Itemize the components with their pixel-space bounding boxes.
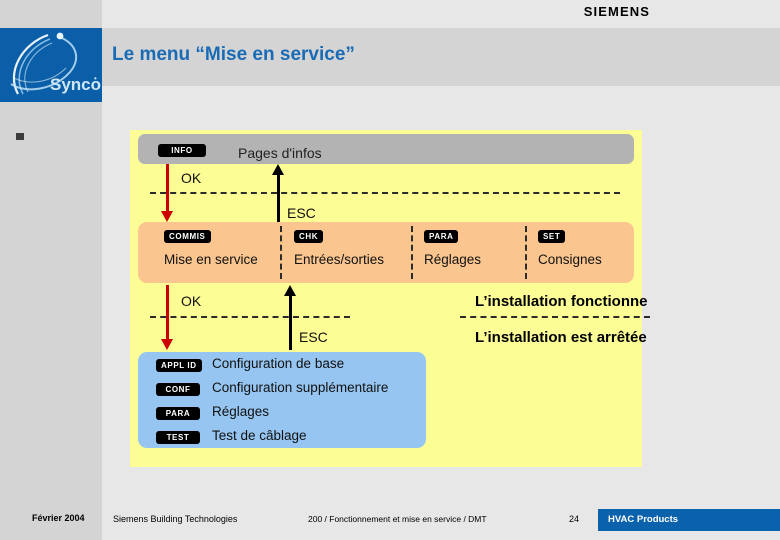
title-band: [102, 28, 780, 86]
esc-arrow-top-shaft: [276, 173, 280, 222]
label-ok-bottom: OK: [181, 293, 202, 309]
footer-date: Février 2004: [32, 513, 85, 523]
menu-label-commissioning: Mise en service: [164, 252, 258, 267]
badge-appl-id: APPL ID: [156, 359, 202, 372]
synco-swoosh-icon: Synco •: [10, 32, 101, 95]
state-running: L’installation fonctionne: [475, 293, 648, 310]
info-bar-label: Pages d'infos: [238, 145, 322, 161]
title-band-underline: [102, 86, 780, 102]
esc-arrow-bottom-head: [284, 285, 296, 296]
divider-bottom-left: [150, 316, 350, 318]
commissioning-label-test: Test de câblage: [212, 428, 307, 443]
state-stopped: L’installation est arrêtée: [475, 329, 647, 346]
svg-text:Synco: Synco: [50, 75, 101, 94]
menu-label-io: Entrées/sorties: [294, 252, 385, 267]
menu-bar: COMMIS Mise en service CHK Entrées/sorti…: [138, 222, 634, 283]
top-strip: [0, 0, 780, 28]
ok-arrow-bottom-head: [161, 339, 173, 350]
siemens-wordmark: SIEMENS: [583, 4, 650, 19]
badge-info: INFO: [158, 144, 206, 157]
bullet-marker: [16, 133, 24, 140]
menu-divider-2: [411, 226, 413, 279]
esc-arrow-bottom-shaft: [288, 294, 292, 350]
ok-arrow-bottom-shaft: [165, 285, 169, 341]
diagram-panel: INFO Pages d'infos OK ESC COMMIS Mise en…: [130, 130, 650, 467]
commissioning-label-appl-id: Configuration de base: [212, 356, 345, 371]
ok-arrow-top-shaft: [165, 164, 169, 213]
ok-arrow-top-head: [161, 211, 173, 222]
label-esc-bottom: ESC: [299, 329, 328, 345]
footer-document: 200 / Fonctionnement et mise en service …: [308, 514, 487, 524]
info-bar[interactable]: INFO Pages d'infos: [138, 134, 634, 164]
badge-para: PARA: [424, 230, 459, 243]
label-esc-top: ESC: [287, 205, 316, 221]
commissioning-panel: APPL ID Configuration de base CONF Confi…: [138, 352, 426, 448]
footer-left-block: [0, 500, 102, 540]
divider-top: [150, 192, 620, 194]
badge-commis: COMMIS: [164, 230, 211, 243]
divider-bottom-right: [460, 316, 650, 318]
menu-label-setpoints: Consignes: [538, 252, 602, 267]
menu-label-settings: Réglages: [424, 252, 482, 267]
commissioning-label-para: Réglages: [212, 404, 270, 419]
svg-text:•: •: [94, 74, 97, 83]
top-strip-left-block: [0, 0, 102, 28]
label-ok-top: OK: [181, 170, 202, 186]
left-rail: [0, 102, 102, 500]
menu-divider-1: [280, 226, 282, 279]
esc-arrow-top-head: [272, 164, 284, 175]
badge-set: SET: [538, 230, 566, 243]
badge-conf: CONF: [156, 383, 200, 396]
footer-division-badge: HVAC Products: [598, 509, 780, 531]
badge-test: TEST: [156, 431, 200, 444]
menu-divider-3: [525, 226, 527, 279]
badge-chk: CHK: [294, 230, 324, 243]
badge-para-blue: PARA: [156, 407, 200, 420]
page-title: Le menu “Mise en service”: [112, 44, 355, 65]
footer-company: Siemens Building Technologies: [113, 514, 238, 524]
footer-division-label: HVAC Products: [608, 514, 679, 525]
footer-page-number: 24: [569, 514, 580, 524]
commissioning-label-conf: Configuration supplémentaire: [212, 380, 389, 395]
synco-logo: Synco •: [0, 28, 102, 102]
